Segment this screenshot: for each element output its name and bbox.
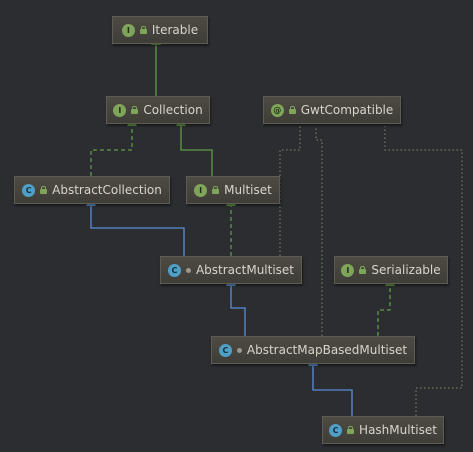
public-lock-icon xyxy=(212,186,220,194)
public-lock-icon xyxy=(347,426,355,434)
node-serializable[interactable]: I Serializable xyxy=(334,256,448,284)
edge-hashmultiset-abstractmapbased xyxy=(308,357,353,416)
annotation-icon: @ xyxy=(270,103,284,117)
interface-icon: I xyxy=(194,183,208,197)
edge-abstractmultiset-abstractcollection xyxy=(86,197,185,256)
node-label: GwtCompatible xyxy=(300,103,394,117)
public-lock-icon xyxy=(40,186,48,194)
node-label: AbstractCollection xyxy=(52,183,162,197)
node-hashmultiset[interactable]: C HashMultiset xyxy=(322,416,444,444)
node-label: Multiset xyxy=(224,183,272,197)
edge-abstractmapbased-serializable xyxy=(377,277,395,336)
public-lock-icon xyxy=(288,106,296,114)
node-abstractmultiset[interactable]: C AbstractMultiset xyxy=(160,256,302,284)
interface-icon: I xyxy=(113,103,127,117)
edge-abstractmultiset-gwtcompatible xyxy=(279,126,301,256)
public-lock-icon xyxy=(359,266,367,274)
interface-icon: I xyxy=(121,23,135,37)
edge-abstractcollection-collection xyxy=(90,117,137,176)
abstract-class-icon: C xyxy=(167,263,181,277)
node-label: Serializable xyxy=(371,263,441,277)
node-abstractcollection[interactable]: C AbstractCollection xyxy=(14,176,170,204)
node-abstractmapbasedmultiset[interactable]: C AbstractMapBasedMultiset xyxy=(211,336,415,364)
node-label: AbstractMultiset xyxy=(195,263,295,277)
node-label: Iterable xyxy=(151,23,199,37)
edge-multiset-collection xyxy=(176,117,213,176)
abstract-class-icon: C xyxy=(22,183,36,197)
node-label: HashMultiset xyxy=(359,423,437,437)
public-lock-icon xyxy=(131,106,139,114)
node-label: AbstractMapBasedMultiset xyxy=(246,343,408,357)
class-icon: C xyxy=(329,423,343,437)
package-private-dot-icon xyxy=(185,267,191,273)
abstract-class-icon: C xyxy=(218,343,232,357)
node-multiset[interactable]: I Multiset xyxy=(186,176,280,204)
package-private-dot-icon xyxy=(236,347,242,353)
node-collection[interactable]: I Collection xyxy=(106,96,210,124)
node-label: Collection xyxy=(143,103,203,117)
edge-abstractmapbased-abstractmultiset xyxy=(226,277,246,336)
node-gwtcompatible[interactable]: @ GwtCompatible xyxy=(263,96,401,124)
edge-hashmultiset-gwtcompatible xyxy=(384,126,463,416)
edge-abstractmapbased-gwtcompatible xyxy=(315,126,323,336)
node-iterable[interactable]: I Iterable xyxy=(112,16,208,44)
public-lock-icon xyxy=(139,26,147,34)
interface-icon: I xyxy=(341,263,355,277)
